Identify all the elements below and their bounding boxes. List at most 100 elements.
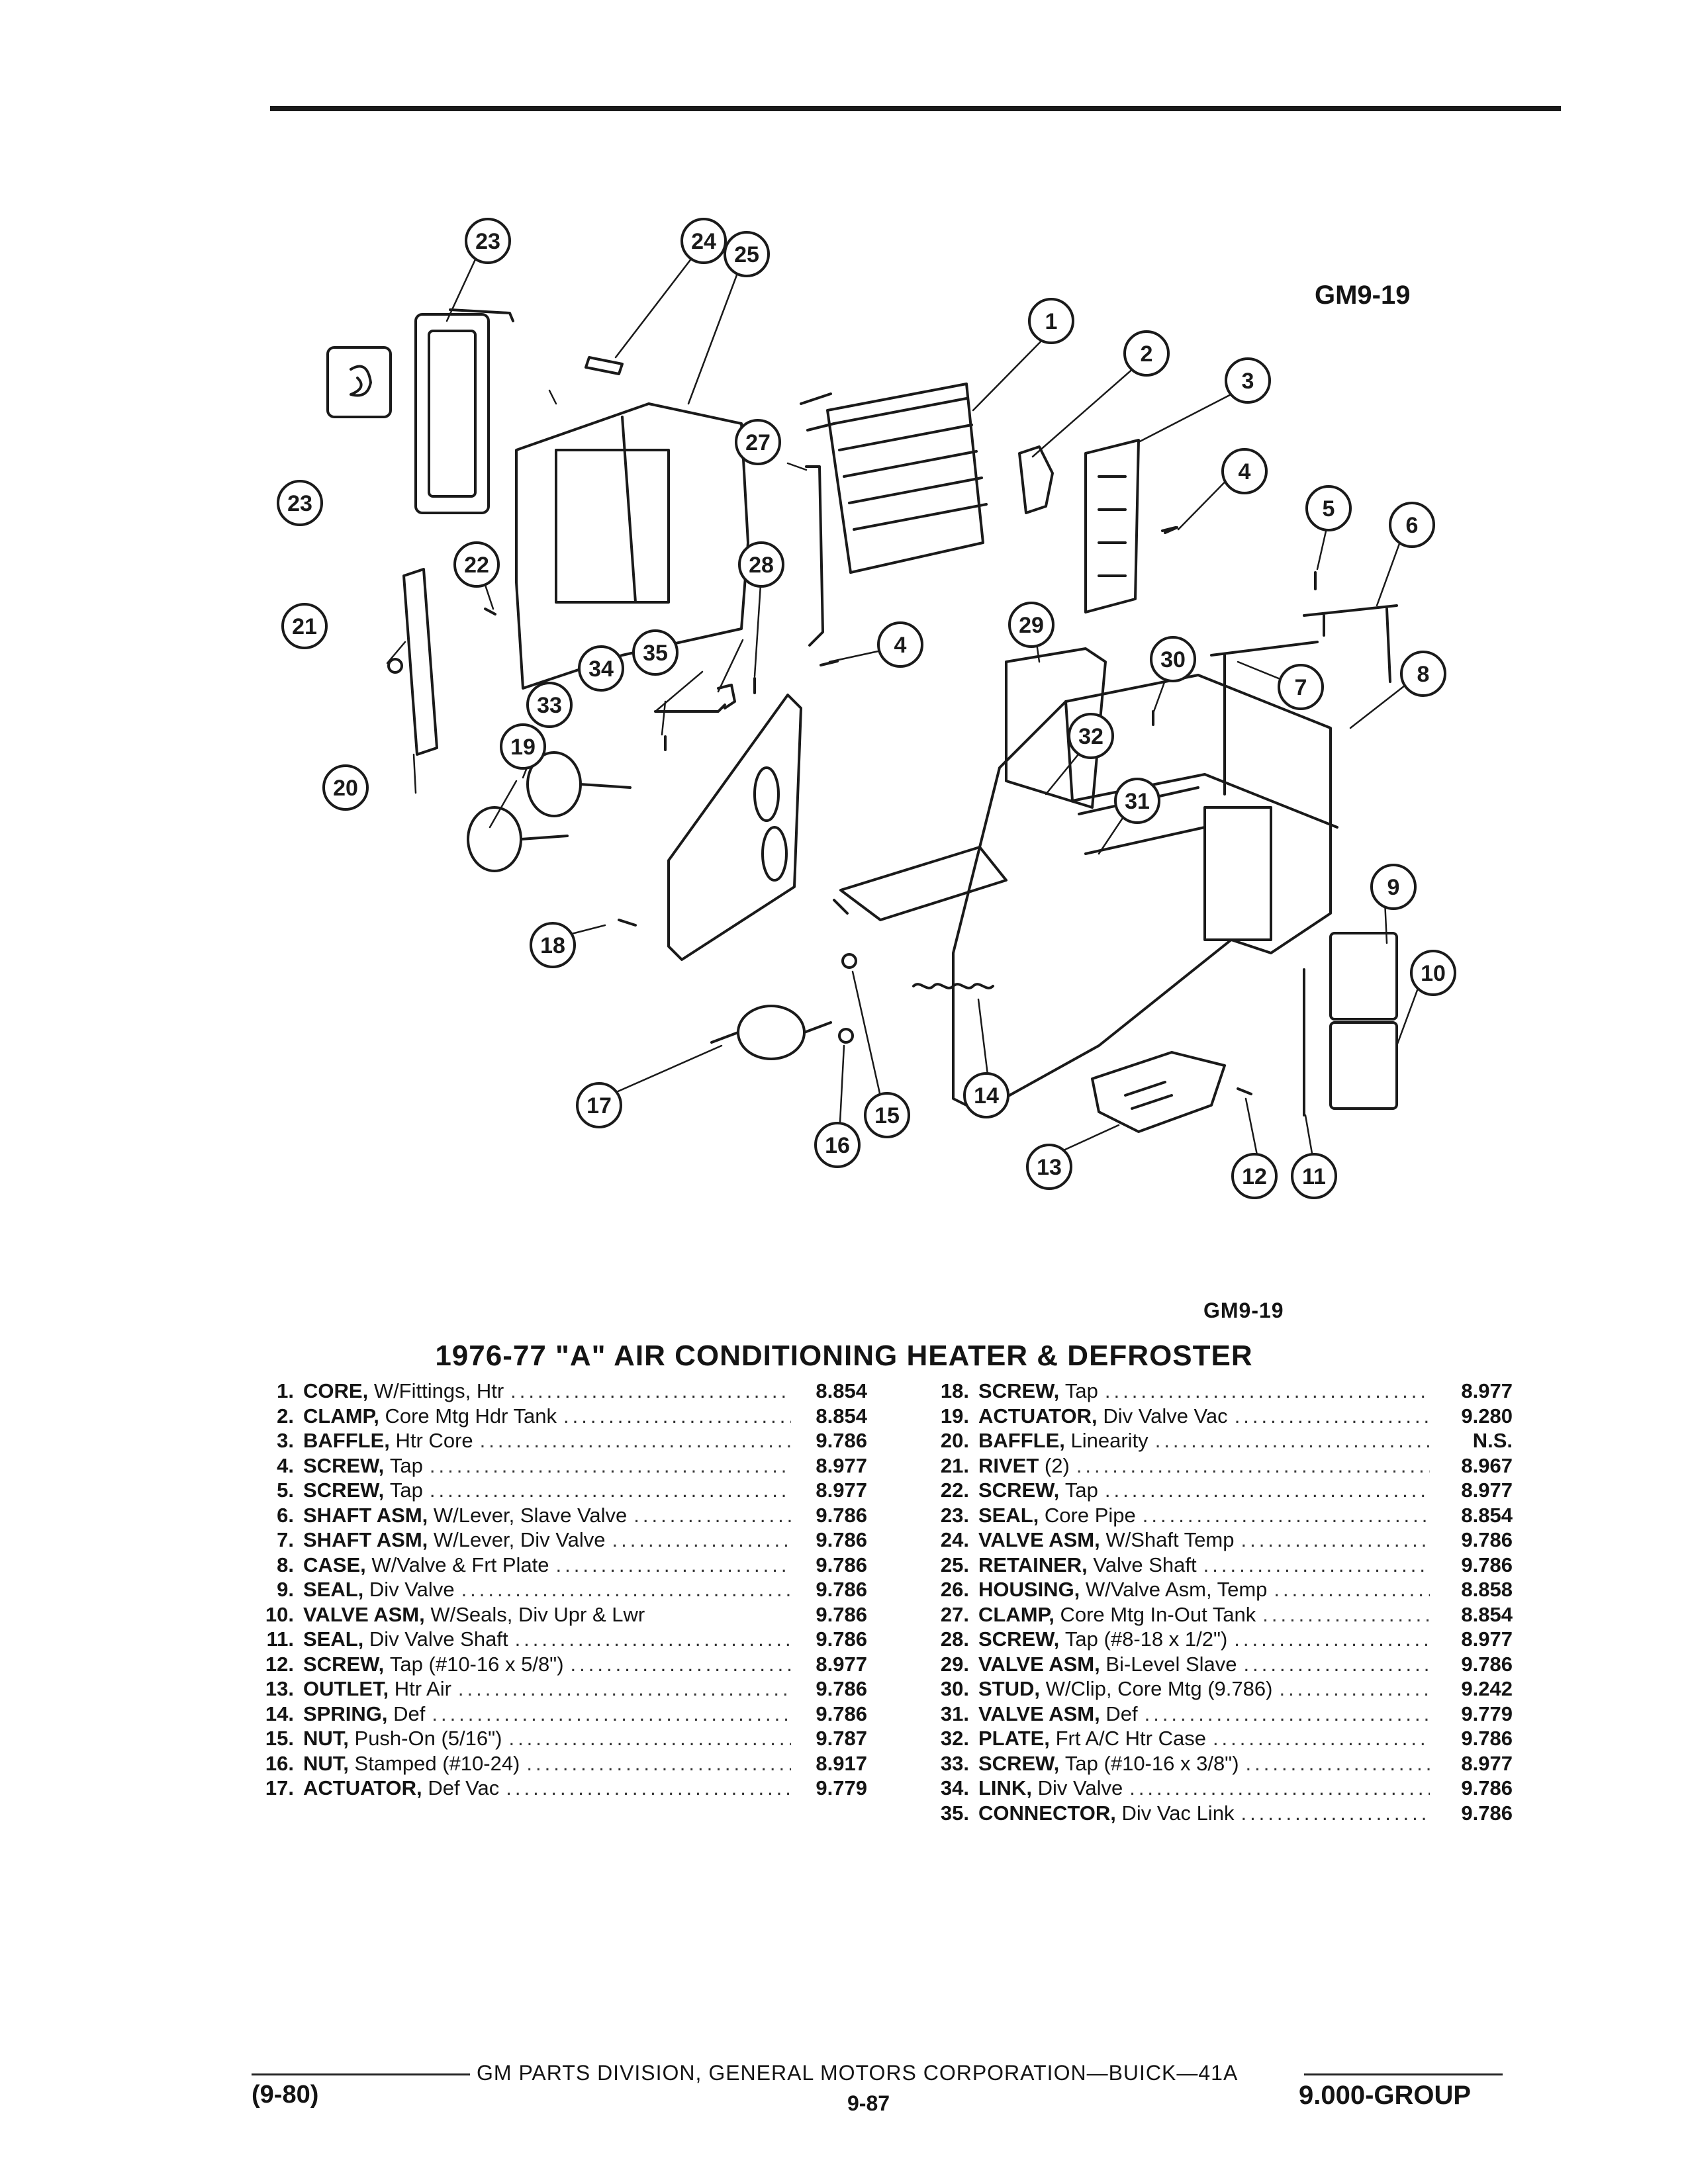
part-number: 3. [277,1429,294,1452]
part-22-screw [484,608,496,615]
part-code: 8.977 [1461,1627,1513,1651]
dot-leader: ........................................… [1245,1751,1430,1775]
part-35-connector [717,684,736,709]
part-description: W/Seals, Div Upr & Lwr [430,1602,645,1626]
part-name: SCREW, [303,1652,385,1676]
callout-31-circle [1114,778,1160,824]
part-name: VALVE ASM, [978,1528,1100,1551]
part-name: SPRING, [303,1702,388,1725]
part-name: LINK, [978,1776,1032,1799]
part-name: VALVE ASM, [978,1652,1100,1676]
part-row: 19.ACTUATOR, Div Valve Vac..............… [927,1404,1513,1430]
callout-18: 18 [540,933,565,958]
footer-date-code: (9-80) [252,2081,319,2109]
part-description: Frt A/C Htr Case [1055,1727,1206,1750]
part-number: 4. [277,1453,294,1477]
part-number: 8. [277,1553,294,1576]
part-description: Tap [1064,1479,1098,1502]
part-row: 20.BAFFLE, Linearity....................… [927,1429,1513,1454]
part-description: W/Lever, Div Valve [433,1528,606,1551]
part-code: 8.977 [816,1652,867,1676]
part-code: 9.786 [816,1627,867,1651]
callout-30: 30 [1160,647,1186,672]
part-name: SEAL, [303,1627,364,1651]
callout-31: 31 [1125,789,1150,814]
part-row: 23.SEAL, Core Pipe......................… [927,1504,1513,1529]
dot-leader: ........................................… [1234,1404,1430,1428]
callout-14-circle [963,1072,1009,1118]
part-description: Tap (#10-16 x 3/8") [1064,1751,1239,1775]
part-code: 9.280 [1461,1404,1513,1428]
part-description: Tap [1064,1379,1098,1402]
part-name: NUT, [303,1751,349,1775]
part-number: 31. [940,1702,969,1725]
part-4-screw-lower [820,660,839,666]
part-name: RIVET [978,1453,1039,1477]
callout-6-circle [1389,502,1435,548]
part-20-baffle [402,568,438,756]
dot-leader: ........................................… [1274,1578,1430,1601]
part-name: PLATE, [978,1727,1050,1750]
part-name: SCREW, [978,1627,1060,1651]
part-row: 7.SHAFT ASM, W/Lever, Div Valve.........… [252,1528,867,1553]
part-description: Tap [389,1453,423,1477]
parts-list-left: 1.CORE, W/Fittings, Htr.................… [252,1379,867,1801]
part-name: SCREW, [978,1479,1060,1502]
part-row: 34.LINK, Div Valve......................… [927,1776,1513,1801]
part-7-shaft [1210,641,1319,796]
part-code: 9.786 [1461,1776,1513,1799]
callout-11-circle [1291,1153,1337,1199]
part-name: HOUSING, [978,1578,1080,1601]
callout-32-circle [1068,713,1114,759]
part-description: Valve Shaft [1093,1553,1197,1576]
dot-leader: ........................................… [1104,1379,1430,1402]
callout-5-circle [1305,485,1352,531]
callout-2-circle [1123,330,1170,377]
part-name: CLAMP, [303,1404,379,1428]
part-number: 33. [940,1751,969,1775]
dot-leader: ........................................… [1243,1652,1430,1676]
callout-11: 11 [1302,1164,1326,1189]
part-description: Def [393,1702,426,1725]
part-code: 8.977 [816,1479,867,1502]
part-code: 9.786 [816,1553,867,1576]
part-name: ACTUATOR, [303,1776,422,1799]
part-name: VALVE ASM, [303,1602,425,1626]
part-code: 9.786 [816,1528,867,1551]
dot-leader: ........................................… [506,1776,791,1799]
part-number: 2. [277,1404,294,1428]
part-name: SEAL, [303,1578,364,1601]
footer-page-number: 9-87 [847,2091,890,2115]
part-code: 8.854 [1461,1503,1513,1527]
part-row: 6.SHAFT ASM, W/Lever, Slave Valve.......… [252,1504,867,1529]
callout-35-circle [632,629,679,676]
part-code: 8.977 [1461,1379,1513,1402]
part-name: SCREW, [303,1453,385,1477]
part-row: 35.CONNECTOR, Div Vac Link..............… [927,1801,1513,1827]
dot-leader: ........................................… [526,1751,791,1775]
part-24-valve [414,308,514,514]
part-number: 12. [265,1652,294,1676]
part-1-core [800,383,988,574]
dot-leader: ........................................… [1203,1553,1430,1576]
callout-21-circle [281,603,328,649]
part-number: 19. [940,1404,969,1428]
callout-4-circle [1221,448,1268,494]
part-description: Tap (#8-18 x 1/2") [1064,1627,1228,1651]
part-description: Div Valve [369,1578,455,1601]
callout-3-circle [1225,357,1271,404]
part-2-clamp [1018,445,1054,514]
callout-27-circle [735,419,781,465]
callout-19-circle [500,723,546,770]
part-description: W/Valve & Frt Plate [371,1553,549,1576]
part-number: 30. [940,1677,969,1700]
dot-leader: ........................................… [429,1453,791,1477]
part-23-seal [326,346,392,418]
callout-8: 8 [1417,662,1430,687]
part-row: 33.SCREW, Tap (#10-16 x 3/8")...........… [927,1752,1513,1777]
part-description: Push-On (5/16") [354,1727,502,1750]
callout-17-circle [576,1082,622,1128]
part-number: 34. [940,1776,969,1799]
part-number: 27. [940,1602,969,1626]
